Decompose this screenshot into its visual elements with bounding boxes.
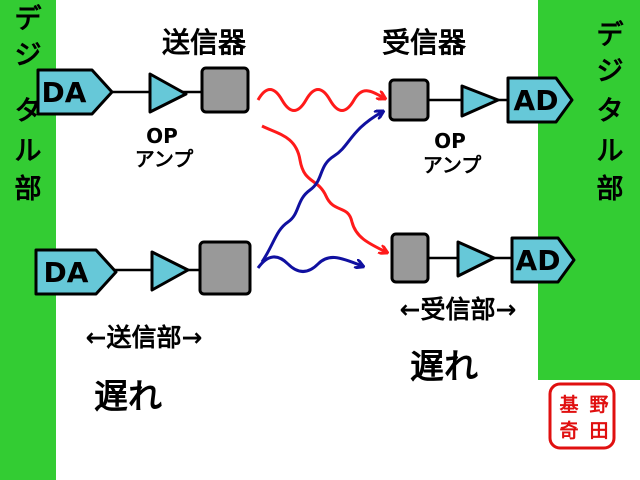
rx-section-label: ←受信部→ <box>400 295 517 324</box>
blue-wave-bottom <box>256 255 362 273</box>
da-converter-top: DA <box>36 68 114 116</box>
seal-char: 野 <box>589 394 608 416</box>
da-converter-bottom-label: DA <box>44 256 89 289</box>
tx-section-label: ←送信部→ <box>86 323 203 352</box>
rx-delay-label: 遅れ <box>410 347 478 387</box>
tx-delay-label: 遅れ <box>94 377 162 417</box>
right-digital-label: デ ジ タ ル 部 <box>597 19 625 205</box>
opamp-tx-top <box>148 72 188 114</box>
left-digital-char: デ <box>15 3 43 35</box>
opamp-rx-bottom <box>456 240 496 278</box>
artist-seal: 野 田 基 奇 <box>548 382 616 450</box>
opamp-left-line1: OP <box>146 124 178 148</box>
right-digital-char: ル <box>597 136 624 167</box>
receiver-bottom <box>390 232 430 284</box>
right-digital-char: デ <box>597 19 625 51</box>
left-digital-char: ル <box>15 136 42 167</box>
ad-converter-bottom-label: AD <box>516 244 561 277</box>
receiver-header: 受信器 <box>382 26 467 59</box>
transmitter-bottom <box>198 240 252 296</box>
da-converter-top-label: DA <box>42 76 87 109</box>
ad-converter-top: AD <box>506 76 574 124</box>
right-digital-char: タ <box>597 96 624 127</box>
transmitter-top <box>200 66 250 114</box>
right-digital-char: ジ <box>597 56 624 87</box>
opamp-rx-top <box>460 84 500 118</box>
red-cross-signal <box>261 124 386 252</box>
blue-cross-signal <box>260 112 382 263</box>
receiver-top <box>388 78 430 122</box>
seal-char: 基 <box>558 393 579 416</box>
transmitter-header: 送信器 <box>162 26 247 59</box>
right-digital-area <box>538 0 640 380</box>
right-digital-char: 部 <box>597 173 624 205</box>
left-digital-char: ジ <box>15 40 42 71</box>
ad-converter-bottom: AD <box>510 236 576 284</box>
seal-char: 田 <box>589 420 608 442</box>
opamp-right-line1: OP <box>434 129 466 153</box>
opamp-right-line2: アンプ <box>423 153 483 177</box>
ad-converter-top-label: AD <box>514 84 559 117</box>
opamp-tx-bottom <box>150 250 190 292</box>
opamp-left-line2: アンプ <box>135 147 195 171</box>
da-converter-bottom: DA <box>34 248 118 296</box>
red-wave-top <box>256 88 384 112</box>
seal-char: 奇 <box>559 419 578 442</box>
left-digital-char: 部 <box>15 173 42 205</box>
